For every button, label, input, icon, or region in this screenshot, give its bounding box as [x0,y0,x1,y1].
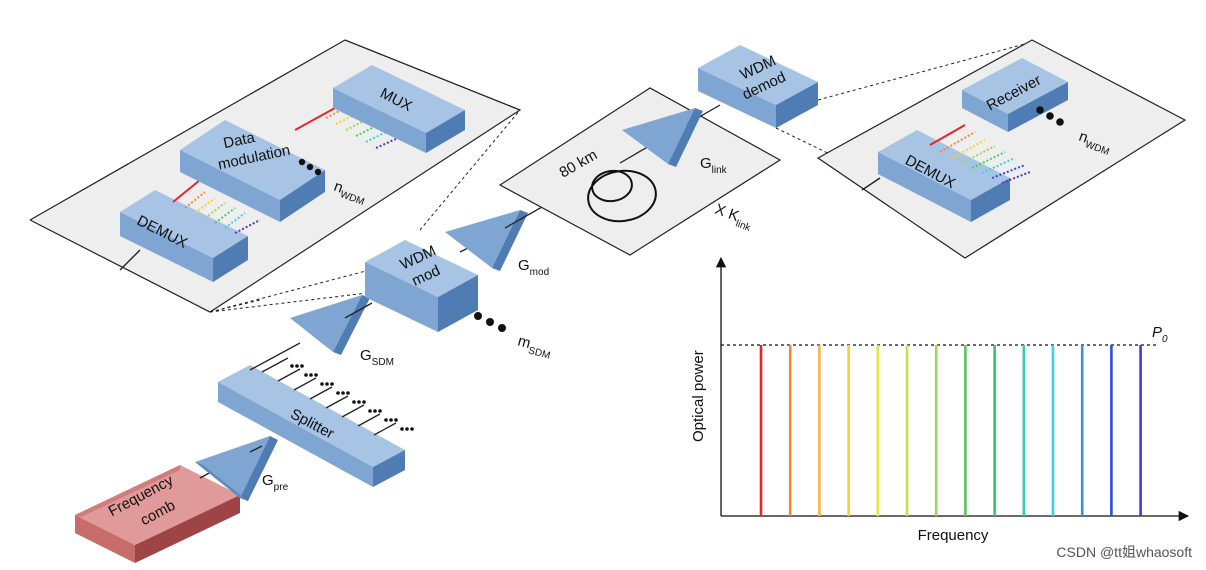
receiver-block: Receiver [962,58,1068,132]
y-axis-label: Optical power [690,350,707,442]
wdm-mod-block: WDM mod [365,240,478,332]
zoom-connector-lower [209,291,376,313]
g-mod-label: Gmod [518,257,549,278]
data-modulation-block: Data modulation [180,120,325,222]
gsdm-to-wdmmod-line [344,302,373,319]
spectrum-lines [759,345,1142,516]
zoom-connector-upper [419,109,521,231]
demux-left-block: DEMUX [120,190,248,282]
demux-right-block: DEMUX [878,130,1010,222]
x-axis-label: Frequency [918,527,989,544]
ellipsis-sdm [474,312,506,332]
g-pre-label: Gpre [262,472,289,493]
gpre-to-splitter-line [249,445,263,453]
reference-power-label: P0 [1152,324,1168,345]
right-zoom-panel: DEMUX Receiver nWDM [816,39,1187,259]
splitter-block: Splitter [218,365,405,487]
wdm-demod-block: WDM demod [698,45,818,128]
g-sdm-amplifier [290,295,370,355]
g-link-amplifier [622,108,703,167]
spectrum-chart: P0 Optical power Frequency [690,256,1190,544]
link-panel: 80 km Glink [498,87,782,256]
g-sdm-label: GSDM [360,347,394,368]
ellipsis-right-panel [1036,106,1064,126]
splitter-output-dots [290,364,414,431]
demux-left-channels [172,179,261,234]
right-zoom-connector-upper [817,41,1033,101]
g-link-label: Glink [700,155,728,176]
left-zoom-panel: DEMUX Data modulation [11,39,522,313]
demux-right-channels [929,124,1031,184]
ellipsis-left-panel [298,158,322,176]
m-sdm-label: mSDM [515,332,554,361]
k-link-label: X Klink [711,201,756,234]
g-mod-amplifier [445,210,528,271]
watermark: CSDN @tt姐whaosoft [1056,544,1192,560]
data-modulation-label-1: Data [222,129,257,152]
fiber-spool [587,169,657,223]
frequency-comb-block: Frequency comb [75,465,240,563]
mux-block: MUX [333,65,465,153]
splitter-output-lines [261,357,397,436]
splitter-to-gsdm-line [249,342,301,371]
